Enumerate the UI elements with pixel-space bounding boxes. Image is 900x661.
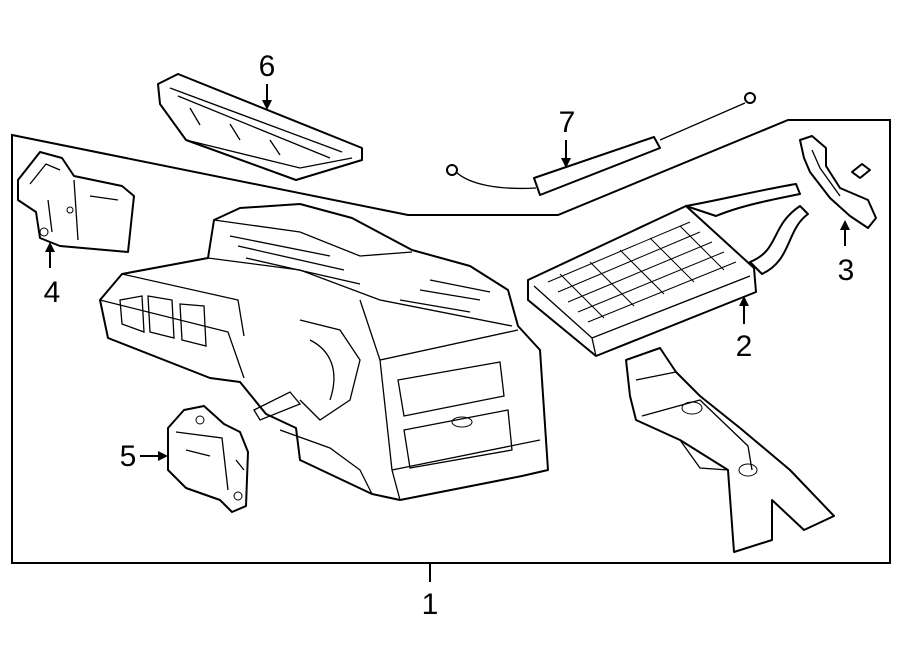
part-5-actuator <box>167 405 249 513</box>
callout-6: 6 <box>259 50 276 83</box>
part-2-heater-core <box>527 183 809 357</box>
callout-3: 3 <box>838 254 855 287</box>
callout-7: 7 <box>559 106 576 139</box>
assembly-outline <box>11 119 891 564</box>
part-7-cable <box>446 92 756 196</box>
callout-4: 4 <box>44 276 61 309</box>
callout-2: 2 <box>736 330 753 363</box>
callout-1: 1 <box>422 588 439 621</box>
callout-5: 5 <box>120 440 137 473</box>
part-3-bracket <box>799 135 877 229</box>
part-6-defroster-duct <box>157 73 363 181</box>
part-1-hvac-case <box>99 203 549 501</box>
part-4-actuator <box>17 151 135 253</box>
duct-lower-right <box>625 347 835 553</box>
